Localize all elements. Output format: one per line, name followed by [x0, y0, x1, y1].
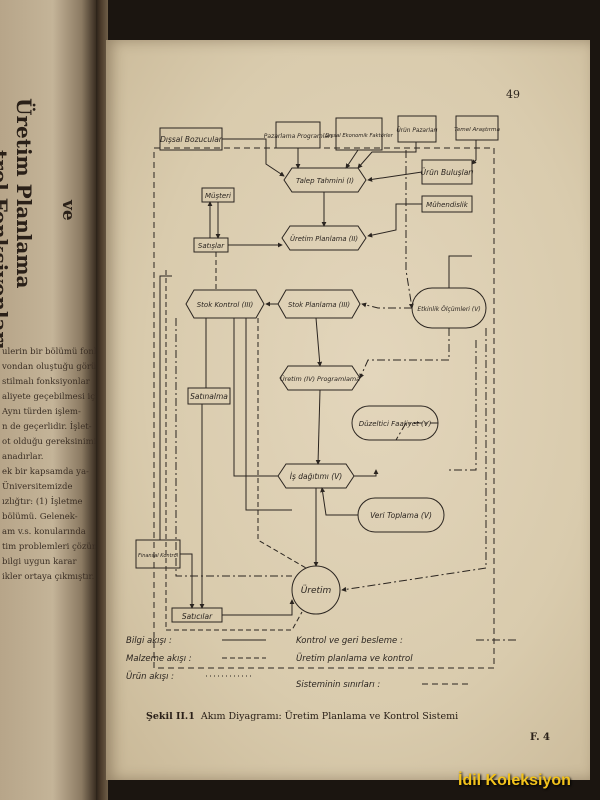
label-satinalma: Satınalma [190, 392, 228, 401]
flow-line [357, 142, 417, 169]
flow-line [159, 275, 172, 540]
label-duzeltici-faaliyet: Düzeltici Faaliyet (V) [359, 420, 432, 428]
flow-line [448, 255, 472, 288]
right-page: 49 [106, 40, 590, 780]
feedback-line [341, 328, 487, 592]
figure-caption-text: Akım Diyagramı: Üretim Planlama ve Kontr… [200, 711, 459, 722]
box-dissal-ekonomik [335, 117, 383, 151]
flow-diagram: Dışsal Bozucular Pazarlama Programları D… [126, 115, 516, 690]
signature-mark: F. 4 [530, 732, 551, 743]
flow-line [315, 317, 323, 367]
left-page-line: anadırlar. [2, 452, 44, 462]
left-page-line: vondan oluştuğu görü- [2, 362, 96, 372]
box-satinalma [187, 387, 231, 405]
material-line [257, 318, 307, 569]
flow-line [233, 318, 278, 477]
label-uretim-programlama: Üretim (IV) Programlama [280, 374, 360, 383]
label-saticilar: Satıcılar [182, 612, 213, 621]
label-talep-tahmini: Talep Tahmini (I) [296, 177, 354, 185]
hex-stok-kontrol [185, 289, 265, 319]
label-temel-arastirma: Temel Araştırma [454, 127, 500, 133]
feedback-line [395, 422, 438, 441]
left-page-line: ulerin bir bölümü fonk- [2, 347, 96, 357]
label-pazarlama-programlari: Pazarlama Programları [264, 133, 333, 140]
label-finansal-kontrol: Finansal Kontrol [138, 553, 179, 559]
left-page-line: ek bir kapsamda ya- [2, 467, 89, 477]
flow-line [471, 140, 477, 165]
feedback-line [359, 328, 450, 379]
material-line [165, 270, 303, 631]
left-page-line: stilmalı fonksiyonlar [2, 377, 90, 387]
page-number: 49 [506, 88, 520, 101]
flow-line [222, 599, 295, 616]
figure-caption: Şekil II.1 Akım Diyagramı: Üretim Planlam… [146, 711, 458, 722]
flow-line [354, 469, 379, 477]
flow-line [367, 203, 422, 238]
box-urun-pazarlari [397, 115, 437, 143]
hex-uretim-planlama [281, 225, 367, 251]
left-page-line: bilgi uygun karar [2, 557, 77, 567]
label-dissal-bozucular: Dışsal Bozucular [160, 135, 223, 144]
label-muhendislik: Mühendislik [426, 201, 469, 209]
legend-kontrol: Kontrol ve geri besleme : [296, 636, 403, 646]
feedback-line [446, 340, 477, 471]
label-dissal-ekonomik: Dışsal Ekonomik Faktörler [325, 133, 393, 139]
legend-malzeme: Malzeme akışı : [126, 654, 192, 664]
feedback-line [175, 318, 292, 577]
left-page-line: ızlığtır: (1) İşletme [2, 497, 83, 507]
left-page-line: ot olduğu gereksinimi [2, 437, 96, 447]
left-page-title-line3: trol Fonksiyonları [0, 150, 12, 350]
system-boundary [153, 147, 495, 669]
flow-line [367, 171, 423, 182]
legend-bilgi: Bilgi akışı : [126, 636, 172, 646]
left-page-line: n de geçerlidir. İşlet- [2, 422, 92, 432]
left-page-line: Aynı türden işlem- [2, 407, 81, 417]
left-page-line: am v.s. konularında [2, 527, 86, 537]
flow-line [320, 487, 358, 516]
left-page-line: tim problemleri çözüm- [2, 542, 96, 552]
legend-planlama: Üretim planlama ve kontrol [296, 653, 413, 664]
label-stok-kontrol: Stok Kontrol (III) [197, 301, 254, 309]
label-veri-toplama: Veri Toplama (V) [370, 511, 432, 520]
left-page-line: Üniversitemizde [2, 482, 73, 492]
watermark: İdil Koleksiyon [458, 772, 571, 789]
legend-sinirlar: Sisteminin sınırları : [296, 680, 380, 690]
flow-line [222, 138, 285, 177]
book-binding [96, 0, 108, 800]
label-uretim-planlama: Üretim Planlama (II) [290, 234, 358, 243]
flow-line [345, 149, 359, 169]
label-stok-planlama: Stok Planlama (III) [288, 301, 350, 309]
feedback-line [361, 302, 412, 309]
flow-line [180, 553, 195, 609]
flow-line [315, 389, 321, 465]
left-page-title-line1: Üretim Planlama [12, 98, 36, 289]
feedback-line [405, 150, 414, 309]
legend-urun: Ürün akışı : [126, 671, 174, 682]
left-page-line: ikler ortaya çıkmıştır. [2, 572, 95, 582]
label-musteri: Müşteri [205, 192, 231, 200]
label-is-dagitimi: İş dağıtımı (V) [290, 472, 343, 481]
box-temel-arastirma [455, 115, 499, 141]
flow-line [245, 318, 292, 511]
label-urun-bulucular: Ürün Buluşları [421, 168, 474, 177]
label-satislar: Satışlar [198, 242, 225, 250]
label-etkinlik-olcumleri: Etkinlik Ölçümleri (V) [417, 306, 480, 313]
label-uretim: Üretim [301, 585, 332, 596]
left-page-line: bölümü. Gelenek- [2, 512, 78, 522]
figure-caption-label: Şekil II.1 [146, 711, 195, 722]
hex-stok-planlama [277, 289, 361, 319]
label-urun-pazarlari: Ürün Pazarları [397, 127, 438, 134]
left-page-title-line2: ve [58, 200, 78, 221]
left-page-body-text: ulerin bir bölümü fonk- vondan oluştuğu … [2, 345, 96, 585]
left-page: Üretim Planlama ve trol Fonksiyonları ul… [0, 0, 96, 800]
hex-talep-tahmini [283, 167, 367, 193]
left-page-line: aliyete geçebilmesi için [2, 392, 96, 402]
